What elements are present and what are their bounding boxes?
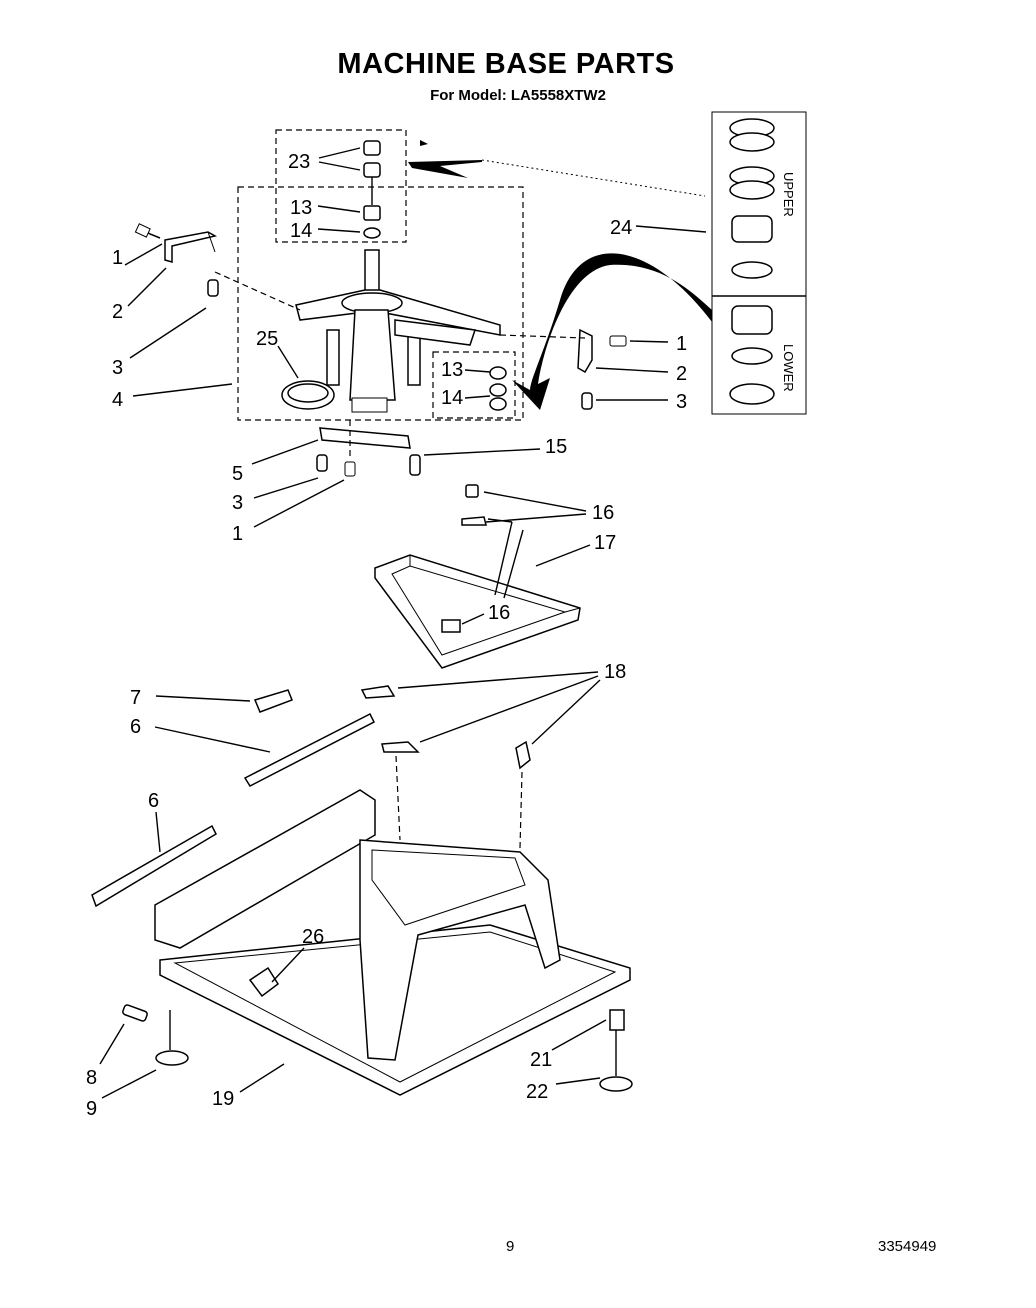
part-4-transmission-assembly <box>295 249 501 413</box>
callout-21: 21 <box>530 1049 552 1071</box>
part-25-seal-ring <box>281 380 335 410</box>
callout-25: 25 <box>256 328 278 350</box>
callout-3-left: 3 <box>112 357 123 379</box>
callout-16-upper: 16 <box>592 502 614 524</box>
callout-16-lower: 16 <box>488 602 510 624</box>
part-21-22-foot <box>599 1009 633 1092</box>
part-19-machine-base <box>154 789 631 1096</box>
callout-14-upper: 14 <box>290 220 312 242</box>
small-arrowhead <box>420 140 428 146</box>
callout-8: 8 <box>86 1067 97 1089</box>
callout-1-mid: 1 <box>232 523 243 545</box>
callout-15: 15 <box>545 436 567 458</box>
part-6-lower-plate <box>91 824 217 908</box>
callout-3-right: 3 <box>676 391 687 413</box>
part-23-bushings <box>363 140 381 205</box>
part-6-upper-plate <box>243 712 376 787</box>
model-subtitle: For Model: LA5558XTW2 <box>430 87 606 104</box>
callout-13-upper: 13 <box>290 197 312 219</box>
kit-label-lower: LOWER <box>781 344 796 392</box>
callout-3-mid: 3 <box>232 492 243 514</box>
arrow-inset-to-shaft <box>408 160 482 178</box>
part-1-2-3-right-bracket <box>499 328 627 410</box>
callout-4: 4 <box>112 389 123 411</box>
inset-box-13-14-lower <box>432 351 516 419</box>
kit-label-upper: UPPER <box>781 172 796 217</box>
callout-19: 19 <box>212 1088 234 1110</box>
callout-2-right: 2 <box>676 363 687 385</box>
part-8-9-leveling-leg <box>122 1004 189 1066</box>
part-18-pads <box>360 685 531 849</box>
callout-9: 9 <box>86 1098 97 1120</box>
document-number: 3354949 <box>878 1238 937 1255</box>
callout-26: 26 <box>302 926 324 948</box>
callout-17: 17 <box>594 532 616 554</box>
callout-22: 22 <box>526 1081 548 1103</box>
callout-23: 23 <box>288 151 310 173</box>
part-5-15-bracket-spring <box>316 420 421 477</box>
page-number: 9 <box>506 1238 515 1255</box>
callout-13-lower: 13 <box>441 359 463 381</box>
part-1-2-3-left-bracket <box>134 223 301 311</box>
part-26-clip <box>248 966 280 998</box>
part-13-14-lower <box>489 366 507 411</box>
callout-7: 7 <box>130 687 141 709</box>
callout-24: 24 <box>610 217 632 239</box>
part-7-spring <box>253 689 293 713</box>
part-13-14-upper <box>363 205 381 239</box>
leader-lines <box>99 147 707 1099</box>
callout-18: 18 <box>604 661 626 683</box>
part-17-suspension-frame <box>374 554 581 669</box>
inset-box-assembly-4 <box>237 186 524 421</box>
callout-6-upper: 6 <box>130 716 141 738</box>
arrow-kit-to-assembly <box>512 253 712 410</box>
page-title: MACHINE BASE PARTS <box>337 48 675 80</box>
part-16-pads <box>441 484 524 633</box>
inset-box-23-13-14 <box>275 129 407 243</box>
bearing-kit-box <box>711 111 807 415</box>
callout-6-lower: 6 <box>148 790 159 812</box>
callout-1-left: 1 <box>112 247 123 269</box>
callout-14-lower: 14 <box>441 387 463 409</box>
callout-1-right: 1 <box>676 333 687 355</box>
callout-5: 5 <box>232 463 243 485</box>
callout-2-left: 2 <box>112 301 123 323</box>
